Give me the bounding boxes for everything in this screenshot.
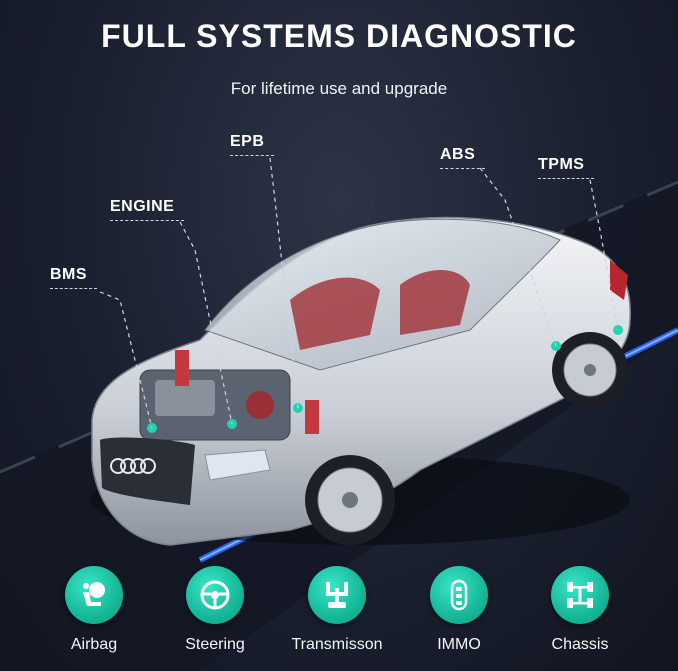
car-key-icon: [430, 566, 488, 624]
feature-label: IMMO: [437, 636, 481, 653]
feature-label: Chassis: [551, 636, 609, 653]
callout-bms: BMS: [50, 266, 98, 289]
feature-airbag: Airbag: [34, 566, 154, 654]
feature-chassis: Chassis: [520, 566, 640, 654]
feature-label: Transmisson: [291, 636, 383, 653]
chassis-icon: [551, 566, 609, 624]
feature-label: Steering: [185, 636, 245, 653]
steering-wheel-icon: [186, 566, 244, 624]
callout-abs: ABS: [440, 146, 486, 169]
callout-engine: ENGINE: [110, 198, 185, 221]
feature-immo: IMMO: [399, 566, 519, 654]
callout-tpms: TPMS: [538, 156, 596, 179]
page-title: FULL SYSTEMS DIAGNOSTIC: [101, 18, 577, 54]
callout-epb: EPB: [230, 133, 275, 156]
feature-transmission: Transmisson: [277, 566, 397, 654]
feature-steering: Steering: [155, 566, 275, 654]
airbag-icon: [65, 566, 123, 624]
page-subtitle: For lifetime use and upgrade: [230, 79, 448, 98]
gear-shift-icon: [308, 566, 366, 624]
feature-label: Airbag: [70, 636, 118, 653]
feature-row: Airbag Steering: [0, 566, 678, 671]
